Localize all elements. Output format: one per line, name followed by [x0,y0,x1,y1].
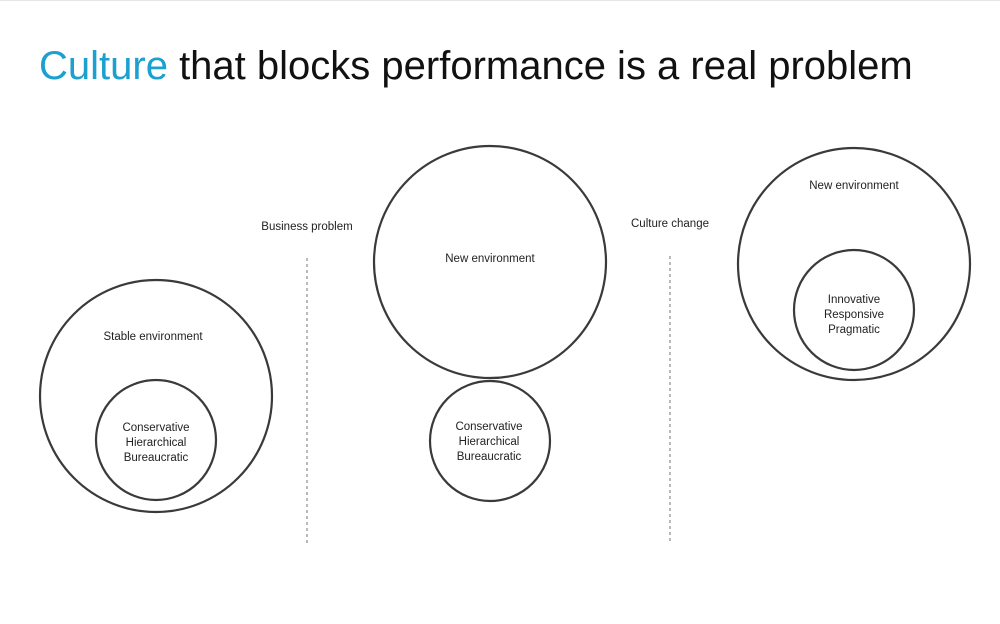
transition-culture-change: Culture change [631,218,709,542]
stable-environment-circle [38,278,274,514]
slide-title: Culture that blocks performance is a rea… [39,42,913,90]
transition-business-problem: Business problem [261,221,353,544]
aligned-culture-line-3: Pragmatic [828,324,880,336]
stable-culture-line-1: Conservative [122,422,189,434]
aligned-culture-line-1: Innovative [828,294,880,306]
business-problem-label: Business problem [261,221,352,233]
stage-stable: Stable environment Conservative Hierarch… [38,278,274,514]
misfit-culture-line-1: Conservative [455,421,522,433]
new-environment-circle-2 [736,146,972,382]
misfit-culture-line-3: Bureaucratic [457,451,522,463]
stable-culture-line-3: Bureaucratic [124,452,189,464]
stage-aligned: New environment Innovative Responsive Pr… [736,146,972,382]
new-environment-label-1: New environment [445,253,535,265]
stage-misfit: New environment Conservative Hierarchica… [372,144,608,503]
aligned-culture-line-2: Responsive [824,309,884,321]
top-rule [0,0,1000,1]
culture-change-label: Culture change [631,218,709,230]
stable-culture-circle [94,378,218,502]
misfit-culture-line-2: Hierarchical [459,436,520,448]
stable-culture-line-2: Hierarchical [126,437,187,449]
title-rest: that blocks performance is a real proble… [167,44,913,88]
new-environment-circle-1 [372,144,608,380]
misfit-culture-circle [428,379,552,503]
title-accent-word: Culture [39,44,168,88]
new-environment-label-2: New environment [809,180,899,192]
stable-environment-label: Stable environment [103,331,203,343]
aligned-culture-circle [792,248,916,372]
